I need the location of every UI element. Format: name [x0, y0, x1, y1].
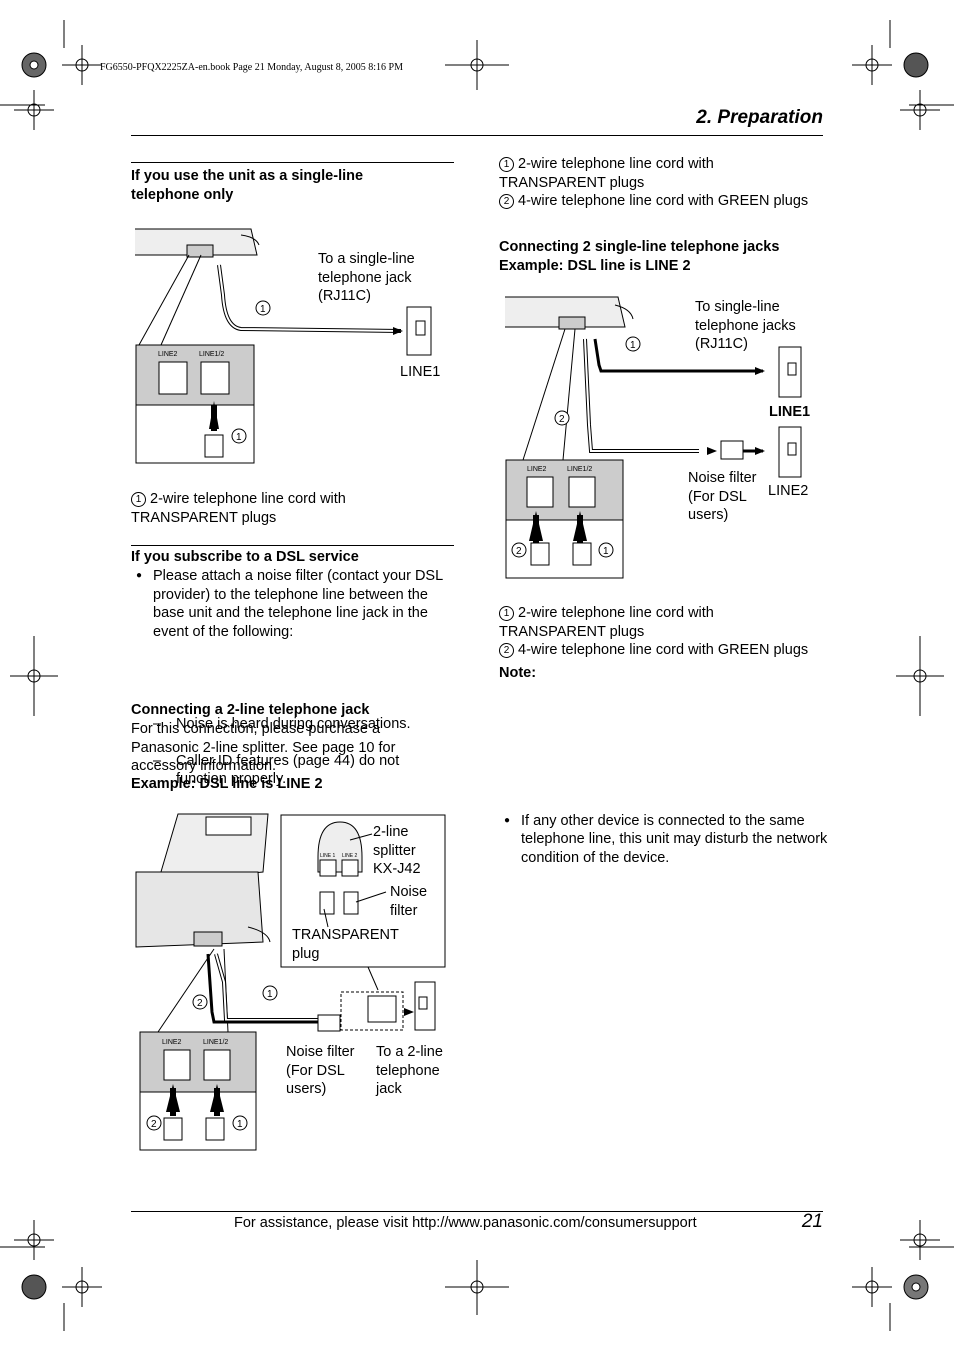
port-label-line12: LINE1/2 — [203, 1039, 228, 1046]
two-line-diagram: LINE 1 LINE 2 LINE2 LINE1/2 2 1 2 1 — [135, 813, 446, 1151]
port-label-line12: LINE1/2 — [199, 351, 224, 358]
marker-2: 2 — [151, 1119, 157, 1130]
dsl-heading: If you subscribe to a DSL service — [131, 549, 359, 565]
two-line-jack-label: To a 2-line telephone jack — [376, 1044, 443, 1097]
marker-1: 1 — [131, 492, 146, 507]
marker-1: 1 — [267, 989, 273, 1000]
two-line-text: For this connection, please purchase a P… — [131, 721, 396, 774]
noise-filter-dsl-label: Noise filter (For DSL users) — [286, 1044, 355, 1097]
footer-assist: For assistance, please visit http://www.… — [234, 1215, 697, 1231]
two-jacks-diagram: LINE2 LINE1/2 1 2 2 1 — [505, 296, 802, 579]
dsl-bullet: Please attach a noise filter (contact yo… — [131, 567, 453, 641]
marker-1: 1 — [499, 157, 514, 172]
two-jacks-example: Example: DSL line is LINE 2 — [499, 258, 691, 274]
marker-1: 1 — [630, 340, 636, 351]
port-label-line12: LINE1/2 — [567, 466, 592, 473]
splitter-label: 2-line splitter KX-J42 — [373, 824, 421, 877]
jacks-label: To single-line telephone jacks (RJ11C) — [695, 299, 796, 352]
noise-filter-label: Noise filter — [390, 884, 428, 919]
marker-2: 2 — [197, 998, 203, 1009]
footer-rule — [131, 1211, 823, 1212]
single-line-heading: If you use the unit as a single-line tel… — [131, 168, 364, 203]
port-label-line2: LINE2 — [158, 351, 178, 358]
noise-filter-label: Noise filter (For DSL users) — [688, 470, 757, 523]
chapter-title: 2. Preparation — [696, 107, 823, 128]
page-number: 21 — [801, 1211, 823, 1232]
two-line-heading: Connecting a 2-line telephone jack — [131, 702, 370, 718]
marker-2: 2 — [499, 643, 514, 658]
dsl-example: Example: DSL line is LINE 2 — [131, 776, 323, 792]
dsl-dash-item: Noise is heard during conversations. — [131, 715, 476, 734]
marker-1: 1 — [260, 304, 266, 315]
port-label-line2: LINE2 — [162, 1039, 182, 1046]
header-rule — [131, 135, 823, 136]
line2-label: LINE2 — [768, 483, 809, 499]
marker-1: 1 — [236, 432, 242, 443]
marker-1: 1 — [499, 606, 514, 621]
marker-1: 1 — [237, 1119, 243, 1130]
dsl-dash-item: Caller ID features (page 44) do not func… — [131, 752, 436, 789]
port-label-line2: LINE2 — [527, 466, 547, 473]
splitter-port-1: LINE 1 — [320, 853, 336, 859]
note-heading: Note: — [499, 665, 537, 681]
marker-2: 2 — [499, 194, 514, 209]
note-bullet: If any other device is connected to the … — [499, 812, 843, 868]
marker-2: 2 — [559, 414, 565, 425]
section-rule — [131, 162, 454, 163]
marker-2: 2 — [516, 546, 522, 557]
line1-label: LINE1 — [400, 364, 441, 380]
section-rule — [131, 545, 454, 546]
crop-header: FG6550-PFQX2225ZA-en.book Page 21 Monday… — [100, 62, 403, 73]
line1-label: LINE1 — [769, 404, 811, 420]
single-line-jack-label: To a single-line telephone jack (RJ11C) — [318, 251, 415, 304]
transparent-plug-label: TRANSPARENT plug — [292, 927, 399, 962]
splitter-port-2: LINE 2 — [342, 853, 358, 859]
single-line-diagram: LINE2 LINE1/2 1 1 — [135, 228, 432, 464]
marker-1: 1 — [603, 546, 609, 557]
two-jacks-heading: Connecting 2 single-line telephone jacks — [499, 239, 780, 255]
